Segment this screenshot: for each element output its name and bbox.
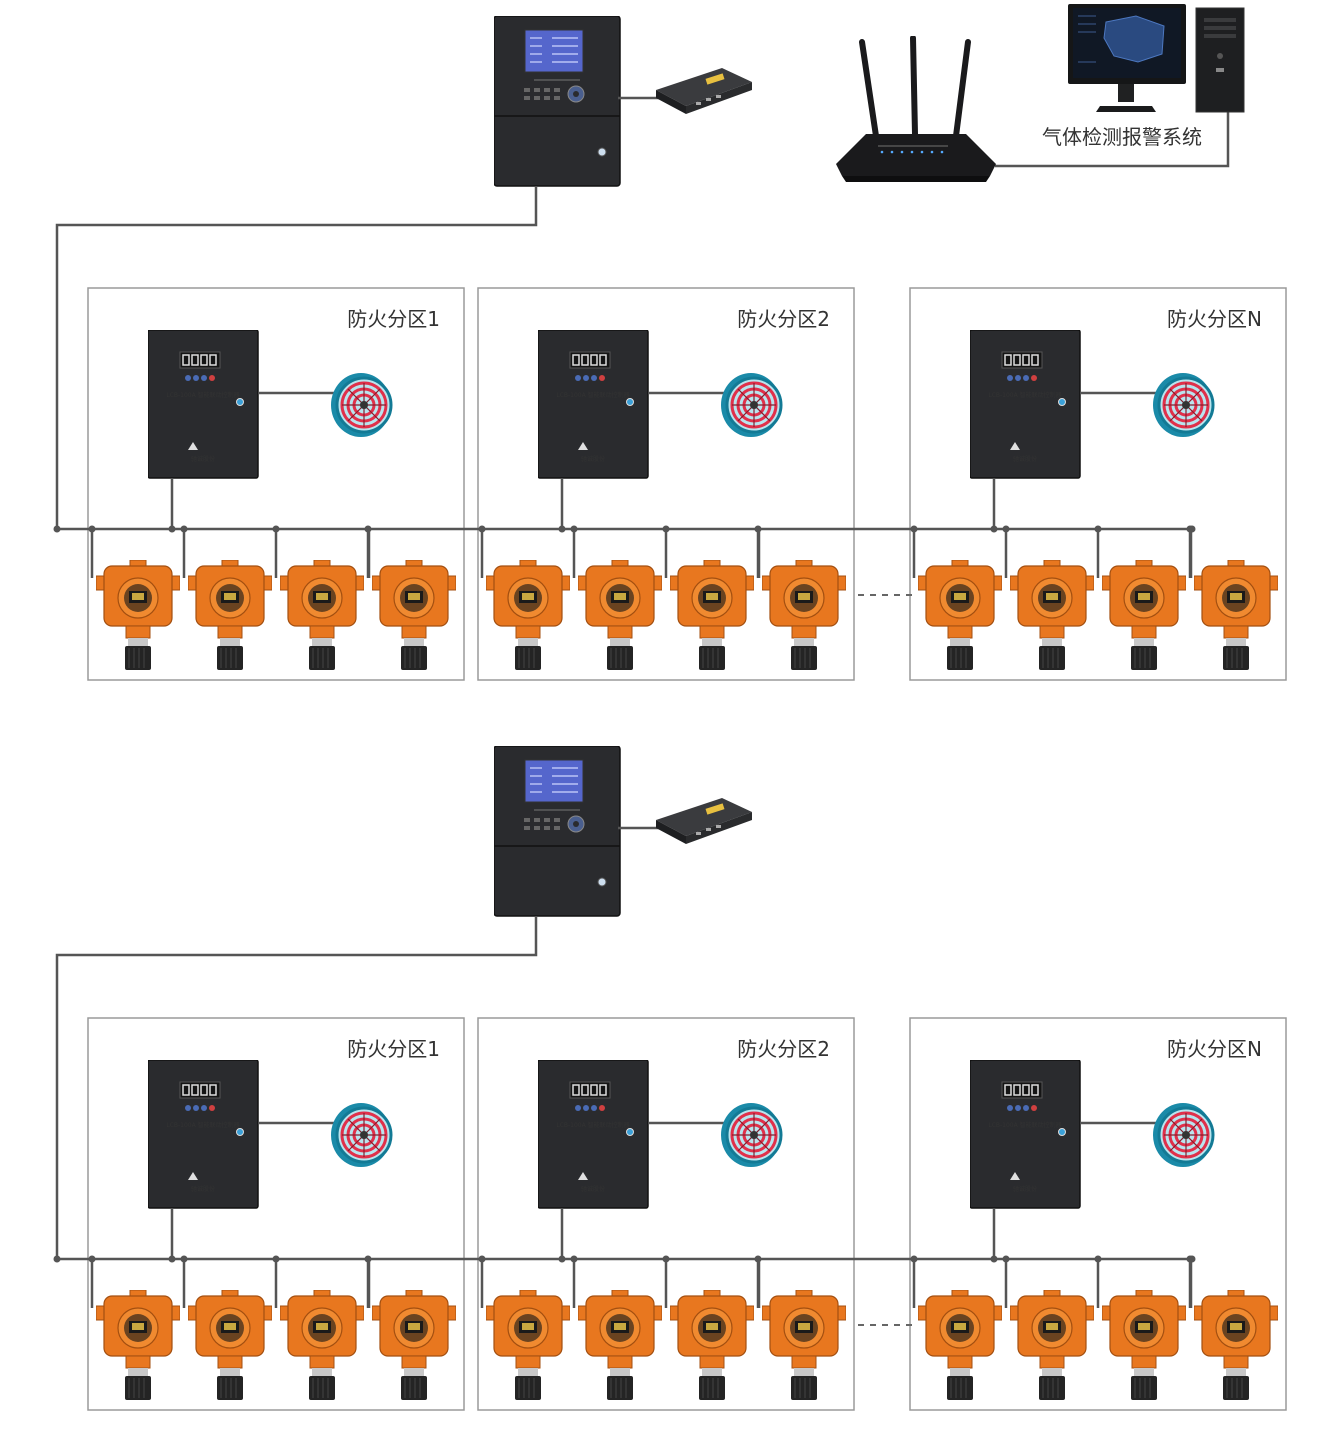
gas-detector-icon [280,560,364,671]
trunk-wire [55,186,538,529]
zone-box [477,287,855,681]
zone-label: 防火分区N [1167,307,1262,331]
zone-box [909,1017,1287,1411]
wire-junction [272,525,280,533]
wire-junction [1094,1255,1102,1263]
zone-label: 防火分区2 [737,1037,830,1061]
exhaust-fan-icon [719,1101,783,1169]
controller-model-label: LCB-100A 智能联动控制器 [988,1121,1061,1129]
zone-label: 防火分区1 [347,307,440,331]
trunk-wire [55,916,538,1259]
gas-detector-icon [372,1290,456,1401]
wire-junction [88,525,96,533]
wire-junction [53,1255,61,1263]
zone-box [909,287,1287,681]
exhaust-fan-icon [1151,371,1215,439]
controller-model-label: LCB-100A 智能联动控制器 [166,391,239,399]
controller-model-label: LCB-100A 智能联动控制器 [556,391,629,399]
router-icon [836,38,996,182]
controller-brand-label: 驰诚股份 [191,1185,215,1193]
controller-brand-label: 驰诚股份 [1013,1185,1037,1193]
system-label: 气体检测报警系统 [1042,125,1202,149]
gas-detector-icon [1194,560,1278,671]
gas-detector-icon [1010,560,1094,671]
controller-model-label: LCB-100A 智能联动控制器 [988,391,1061,399]
zone-label: 防火分区2 [737,307,830,331]
zone-box [87,1017,465,1411]
wire-junction [910,1255,918,1263]
zone-box [87,287,465,681]
gas-detector-icon [1010,1290,1094,1401]
controller-brand-label: 驰诚股份 [1013,455,1037,463]
wire-junction [570,1255,578,1263]
gas-detector-icon [96,560,180,671]
gas-alarm-controller-icon [494,16,621,187]
wire-junction [662,1255,670,1263]
controller-brand-label: 驰诚股份 [581,1185,605,1193]
gas-detector-icon [762,560,846,671]
gas-detector-icon [762,1290,846,1401]
gas-detector-icon [280,1290,364,1401]
wire-junction [478,1255,486,1263]
gas-detector-icon [1194,1290,1278,1401]
exhaust-fan-icon [329,1101,393,1169]
zone-label: 防火分区N [1167,1037,1262,1061]
zone-box [477,1017,855,1411]
gas-detector-icon [372,560,456,671]
gas-detector-icon [188,560,272,671]
wire-junction [53,525,61,533]
wire-junction [1002,1255,1010,1263]
controller-model-label: LCB-100A 智能联动控制器 [166,1121,239,1129]
gas-detector-icon [96,1290,180,1401]
gas-detector-icon [670,560,754,671]
controller-brand-label: 驰诚股份 [191,455,215,463]
wire-junction [570,525,578,533]
router-pc-wire [995,112,1230,168]
wire-junction [1094,525,1102,533]
wire-junction [88,1255,96,1263]
controller-brand-label: 驰诚股份 [581,455,605,463]
controller-model-label: LCB-100A 智能联动控制器 [556,1121,629,1129]
network-module-icon [656,798,752,844]
gas-detector-icon [1102,560,1186,671]
desktop-computer-icon [1067,3,1245,113]
exhaust-fan-icon [329,371,393,439]
gas-detector-icon [918,560,1002,671]
wire-junction [478,525,486,533]
wire-junction [1002,525,1010,533]
wire-junction [180,525,188,533]
gas-detector-icon [486,560,570,671]
wire-junction [180,1255,188,1263]
wire-junction [1188,1255,1196,1263]
wire-junction [662,525,670,533]
network-module-icon [656,68,752,114]
gas-detector-icon [188,1290,272,1401]
zone-label: 防火分区1 [347,1037,440,1061]
gas-detector-icon [578,560,662,671]
gas-detector-icon [918,1290,1002,1401]
network-group: 气体检测报警系统 [836,3,1245,182]
wire-junction [1188,525,1196,533]
gas-detector-icon [486,1290,570,1401]
gas-detector-icon [670,1290,754,1401]
wire-junction [272,1255,280,1263]
wire-junction [910,525,918,533]
exhaust-fan-icon [719,371,783,439]
exhaust-fan-icon [1151,1101,1215,1169]
gas-detector-icon [1102,1290,1186,1401]
gas-detector-icon [578,1290,662,1401]
gas-alarm-controller-icon [494,746,621,917]
